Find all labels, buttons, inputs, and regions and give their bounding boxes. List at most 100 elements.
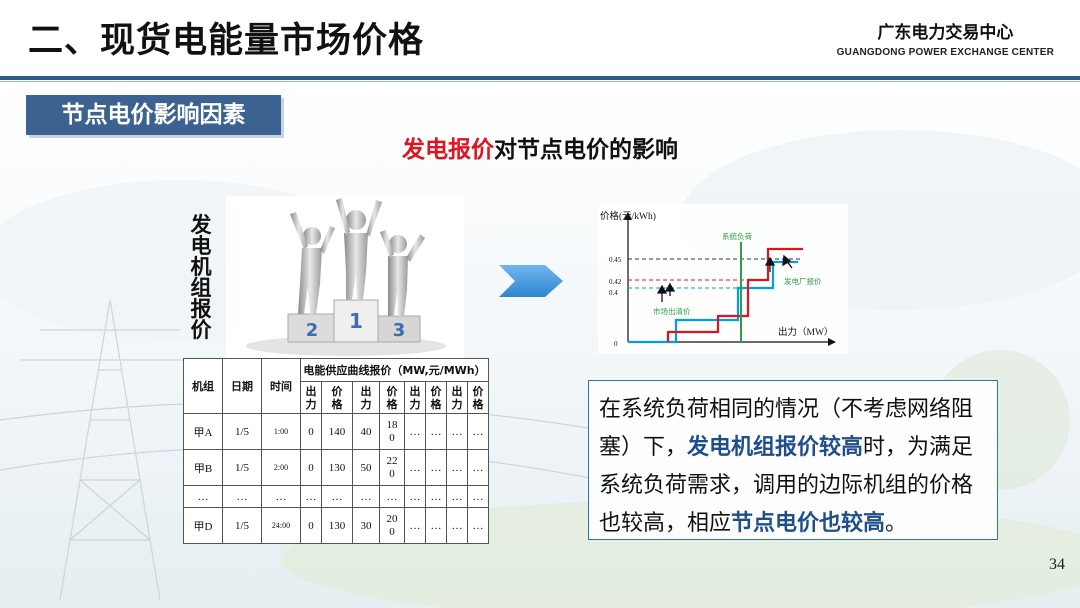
table-cell: 1/5 (222, 507, 262, 544)
table-cell: … (404, 485, 426, 508)
y-tick-label: 0.4 (609, 289, 618, 297)
table-cell: … (425, 507, 447, 544)
table-cell: 0 (300, 507, 322, 544)
vertical-char: 报 (190, 297, 212, 321)
table-cell: 1:00 (261, 413, 301, 450)
explanation-text: 时，为满足系统负荷需求，调用的边际机组的价格也较高，相应 (599, 435, 974, 536)
sub-header: 出力 (404, 381, 426, 414)
vertical-char: 电 (190, 234, 212, 258)
page-number: 34 (1049, 556, 1065, 573)
table-cell: … (352, 485, 380, 508)
supply-curve-chart: 价格(元/kWh) 出力（MW） 0 0.45 0.42 0.4 系统负荷 发电… (598, 204, 848, 354)
table-cell: … (321, 485, 353, 508)
vertical-char: 组 (190, 276, 212, 300)
offer-table: 机组 日期 时间 电能供应曲线报价（MW,元/MWh） 出力 价格 出力 价格 … (183, 358, 489, 544)
up-arrow-icon (656, 284, 668, 294)
table-cell: 甲A (183, 413, 223, 450)
table-cell: 甲B (183, 449, 223, 486)
annotation-clearing-price: 市场出清价 (653, 306, 691, 316)
sub-header: 出力 (352, 381, 380, 414)
podium-number: 2 (306, 320, 319, 341)
annotation-generator-offer: 发电厂报价 (784, 276, 822, 286)
table-cell: 2:00 (261, 449, 301, 486)
table-cell: … (425, 449, 447, 486)
org-name-cn: 广东电力交易中心 (877, 23, 1014, 43)
table-cell: 24:00 (261, 507, 301, 544)
up-arrow-icon (782, 254, 792, 267)
table-cell: … (446, 485, 468, 508)
slide-subtitle: 发电报价对节点电价的影响 (0, 130, 1080, 164)
group-header: 电能供应曲线报价（MW,元/MWh） (300, 358, 489, 382)
table-cell: 甲D (183, 507, 223, 544)
table-cell: 50 (352, 449, 380, 486)
y-axis-label: 价格(元/kWh) (600, 210, 656, 222)
sub-header: 价格 (425, 381, 447, 414)
col-header-date: 日期 (222, 358, 262, 414)
table-cell: 130 (321, 507, 353, 544)
table-cell: … (446, 413, 468, 450)
table-cell: … (467, 507, 489, 544)
subtitle-highlight: 发电报价 (402, 137, 494, 163)
table-cell: … (446, 449, 468, 486)
annotation-system-load: 系统负荷 (722, 231, 752, 241)
table-row: … … … … … … … … … … … (183, 485, 489, 508)
table-cell: 1/5 (222, 413, 262, 450)
podium-illustration: 2 1 3 (226, 196, 464, 360)
y-tick-label: 0.42 (609, 278, 622, 286)
offer-curve-original (628, 260, 798, 344)
table-cell: … (404, 413, 426, 450)
table-cell: … (467, 449, 489, 486)
table-cell: 0 (300, 449, 322, 486)
chevron-right-icon (499, 265, 563, 297)
table-cell: … (222, 485, 262, 508)
table-cell: … (300, 485, 322, 508)
sub-header: 价格 (467, 381, 489, 414)
explanation-emphasis: 节点电价也较高 (731, 511, 886, 536)
page-title: 二、现货电能量市场价格 (28, 21, 425, 61)
org-name-en: GUANGDONG POWER EXCHANGE CENTER (836, 47, 1054, 58)
table-cell: 1/5 (222, 449, 262, 486)
table-cell: 30 (352, 507, 380, 544)
x-axis-label: 出力（MW） (778, 326, 833, 338)
table-cell: … (261, 485, 301, 508)
up-arrow-icon (764, 256, 776, 266)
table-cell: … (183, 485, 223, 508)
table-cell: 130 (321, 449, 353, 486)
explanation-box: 在系统负荷相同的情况（不考虑网络阻塞）下，发电机组报价较高时，为满足系统负荷需求… (588, 380, 998, 540)
col-header-time: 时间 (261, 358, 301, 414)
table-cell: … (379, 485, 405, 508)
x-axis-arrow-icon (828, 338, 836, 346)
explanation-text: 在系统负荷相同的情况（不考虑网络阻塞）下， (599, 397, 974, 460)
table-cell: 0 (300, 413, 322, 450)
col-header-unit: 机组 (183, 358, 223, 414)
header-divider (0, 76, 1080, 80)
offer-curve-raised (666, 247, 803, 342)
header-divider-thin (0, 81, 1080, 82)
podium-figures-image: 2 1 3 (246, 198, 446, 356)
explanation-text: 。 (885, 511, 908, 536)
podium-number: 1 (349, 309, 363, 333)
sub-header: 价格 (321, 381, 353, 414)
sub-header: 出力 (446, 381, 468, 414)
y-axis-arrow-icon (624, 212, 632, 220)
table-cell: 140 (321, 413, 353, 450)
y-tick-label: 0.45 (609, 256, 622, 264)
podium-number: 3 (393, 320, 406, 341)
table-cell: … (404, 507, 426, 544)
vertical-char: 机 (190, 255, 212, 279)
table-cell: … (446, 507, 468, 544)
table-cell: … (425, 413, 447, 450)
table-cell: … (467, 413, 489, 450)
subtitle-rest: 对节点电价的影响 (494, 137, 678, 163)
explanation-emphasis: 发电机组报价较高 (687, 435, 864, 460)
org-logo-text: 广东电力交易中心 GUANGDONG POWER EXCHANGE CENTER (837, 18, 1054, 58)
up-arrow-icon (664, 282, 676, 292)
vertical-label: 发 电 机 组 报 价 (186, 215, 216, 341)
table-cell: … (425, 485, 447, 508)
